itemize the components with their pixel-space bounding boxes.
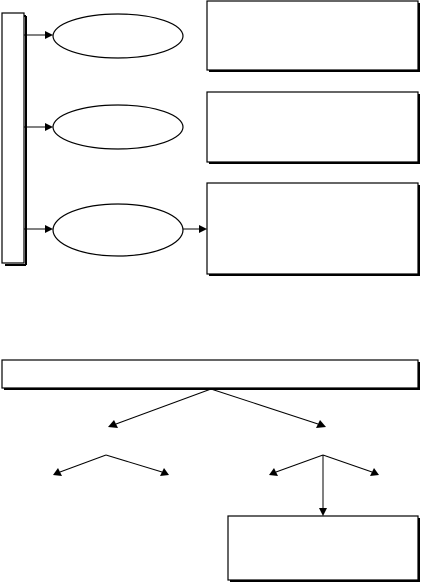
tree-level-1 xyxy=(108,388,326,428)
right-box-3 xyxy=(206,182,420,276)
ellipse-to-box-arrow xyxy=(183,225,207,233)
arrowhead-icon xyxy=(199,225,207,233)
arrowhead-icon xyxy=(160,468,169,476)
tree-level-2-right xyxy=(269,454,379,516)
arrowhead-icon xyxy=(269,468,278,476)
bottom-box xyxy=(227,515,420,582)
arrowhead-icon xyxy=(319,508,327,516)
tree-level-2-left xyxy=(53,454,169,476)
right-box-2 xyxy=(206,91,420,164)
left-bar xyxy=(1,12,27,266)
arrowhead-icon xyxy=(45,225,53,233)
arrowhead-icon xyxy=(370,468,379,476)
ellipse-1 xyxy=(52,13,184,59)
ellipse-3 xyxy=(52,203,184,257)
bar-to-ellipse-arrows xyxy=(24,31,53,233)
arrowhead-icon xyxy=(316,420,326,428)
ellipse-2 xyxy=(52,104,184,150)
arrowhead-icon xyxy=(108,420,118,428)
arrowhead-icon xyxy=(53,468,62,476)
arrowhead-icon xyxy=(45,31,53,39)
right-box-1 xyxy=(206,0,420,72)
top-banner xyxy=(1,359,420,390)
arrowhead-icon xyxy=(45,123,53,131)
